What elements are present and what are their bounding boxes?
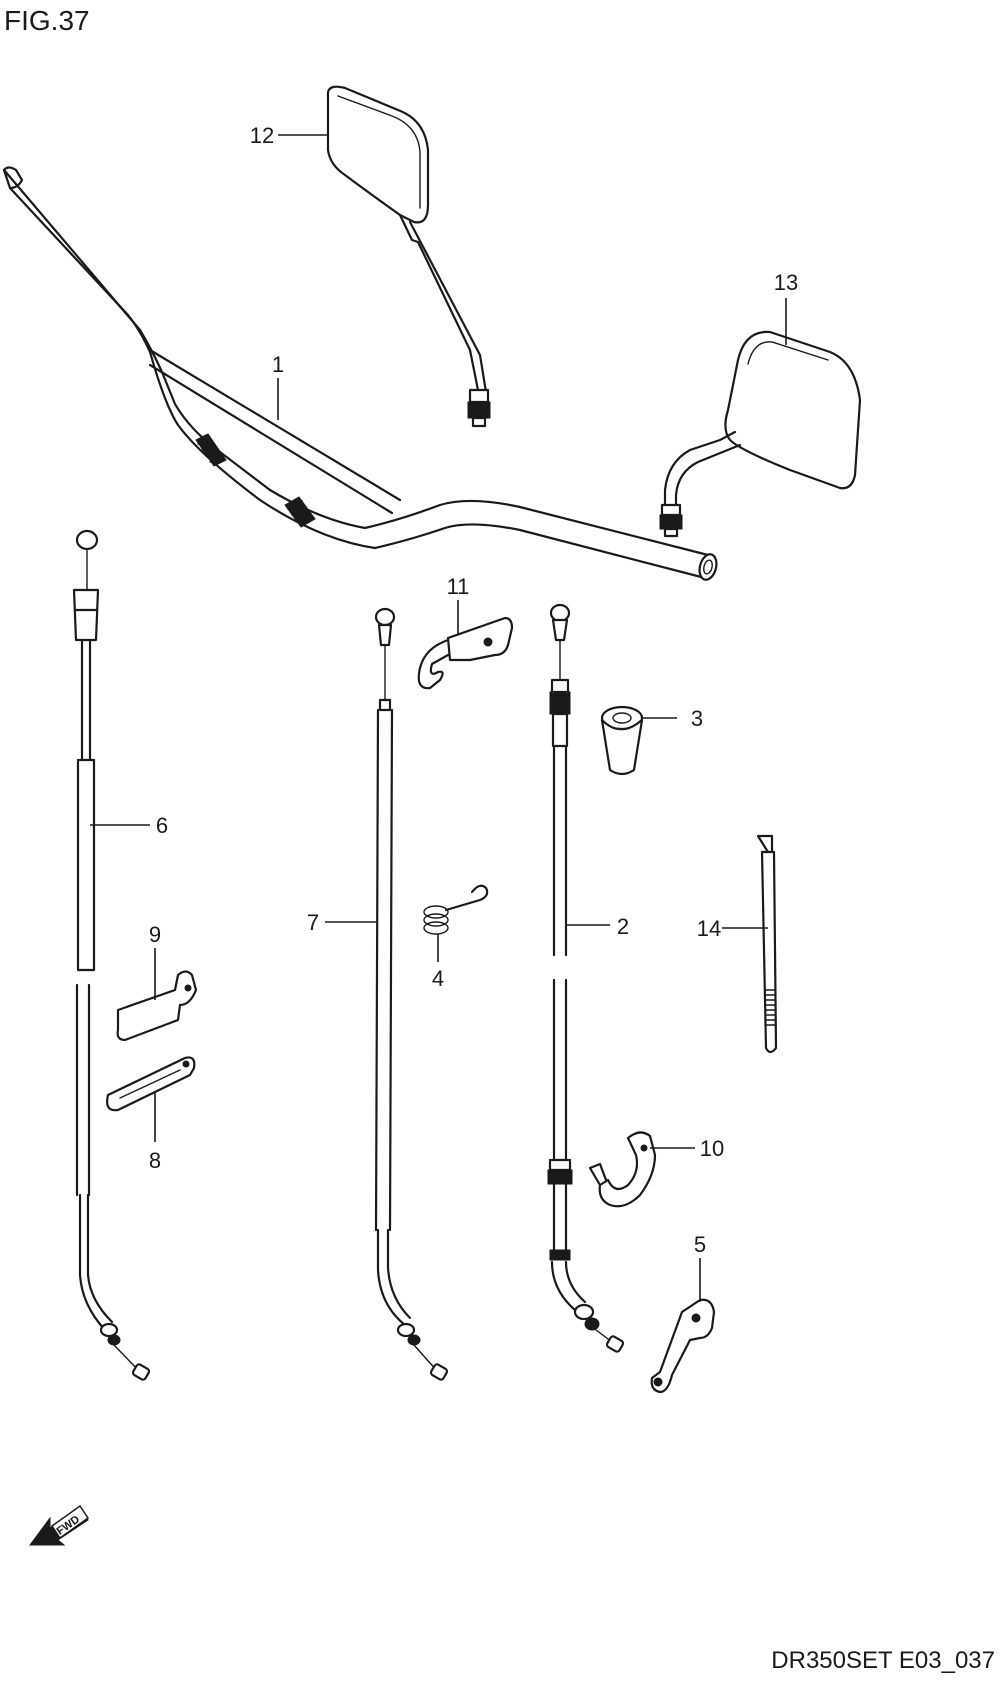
callout-3: 3 [691,706,703,731]
callout-1: 1 [272,352,284,377]
clamp-9 [116,970,198,1042]
callout-14: 14 [697,916,721,941]
throttle-cable-7 [374,607,449,1381]
callout-12: 12 [250,123,274,148]
callout-8: 8 [149,1148,161,1173]
callout-2: 2 [617,914,629,939]
callout-9: 9 [149,922,161,947]
figure-code: DR350SET E03_037 [771,1647,995,1674]
callout-4: 4 [432,966,444,991]
cable-boot [600,705,644,776]
callout-7: 7 [307,910,319,935]
callout-11: 11 [447,574,470,599]
fwd-arrow: FWD [29,1504,90,1546]
mirror-left [326,85,491,428]
callout-13: 13 [774,270,798,295]
clamp-8 [106,1056,196,1112]
handlebar-knurl-left [195,433,227,467]
bracket-11 [417,616,514,690]
handlebar [2,166,718,581]
handlebar-knurl-right [284,496,316,528]
figure-title: FIG.37 [4,5,90,36]
mirror-right [659,330,862,538]
callout-10: 10 [700,1136,724,1161]
clutch-cable [547,603,625,1353]
throttle-cable-6 [72,529,151,1381]
callout-5: 5 [694,1232,706,1257]
cable-tie [756,834,778,1054]
lever-bracket [650,1298,716,1394]
clamp-10 [588,1131,657,1208]
callout-6: 6 [156,813,168,838]
spring [423,884,489,935]
